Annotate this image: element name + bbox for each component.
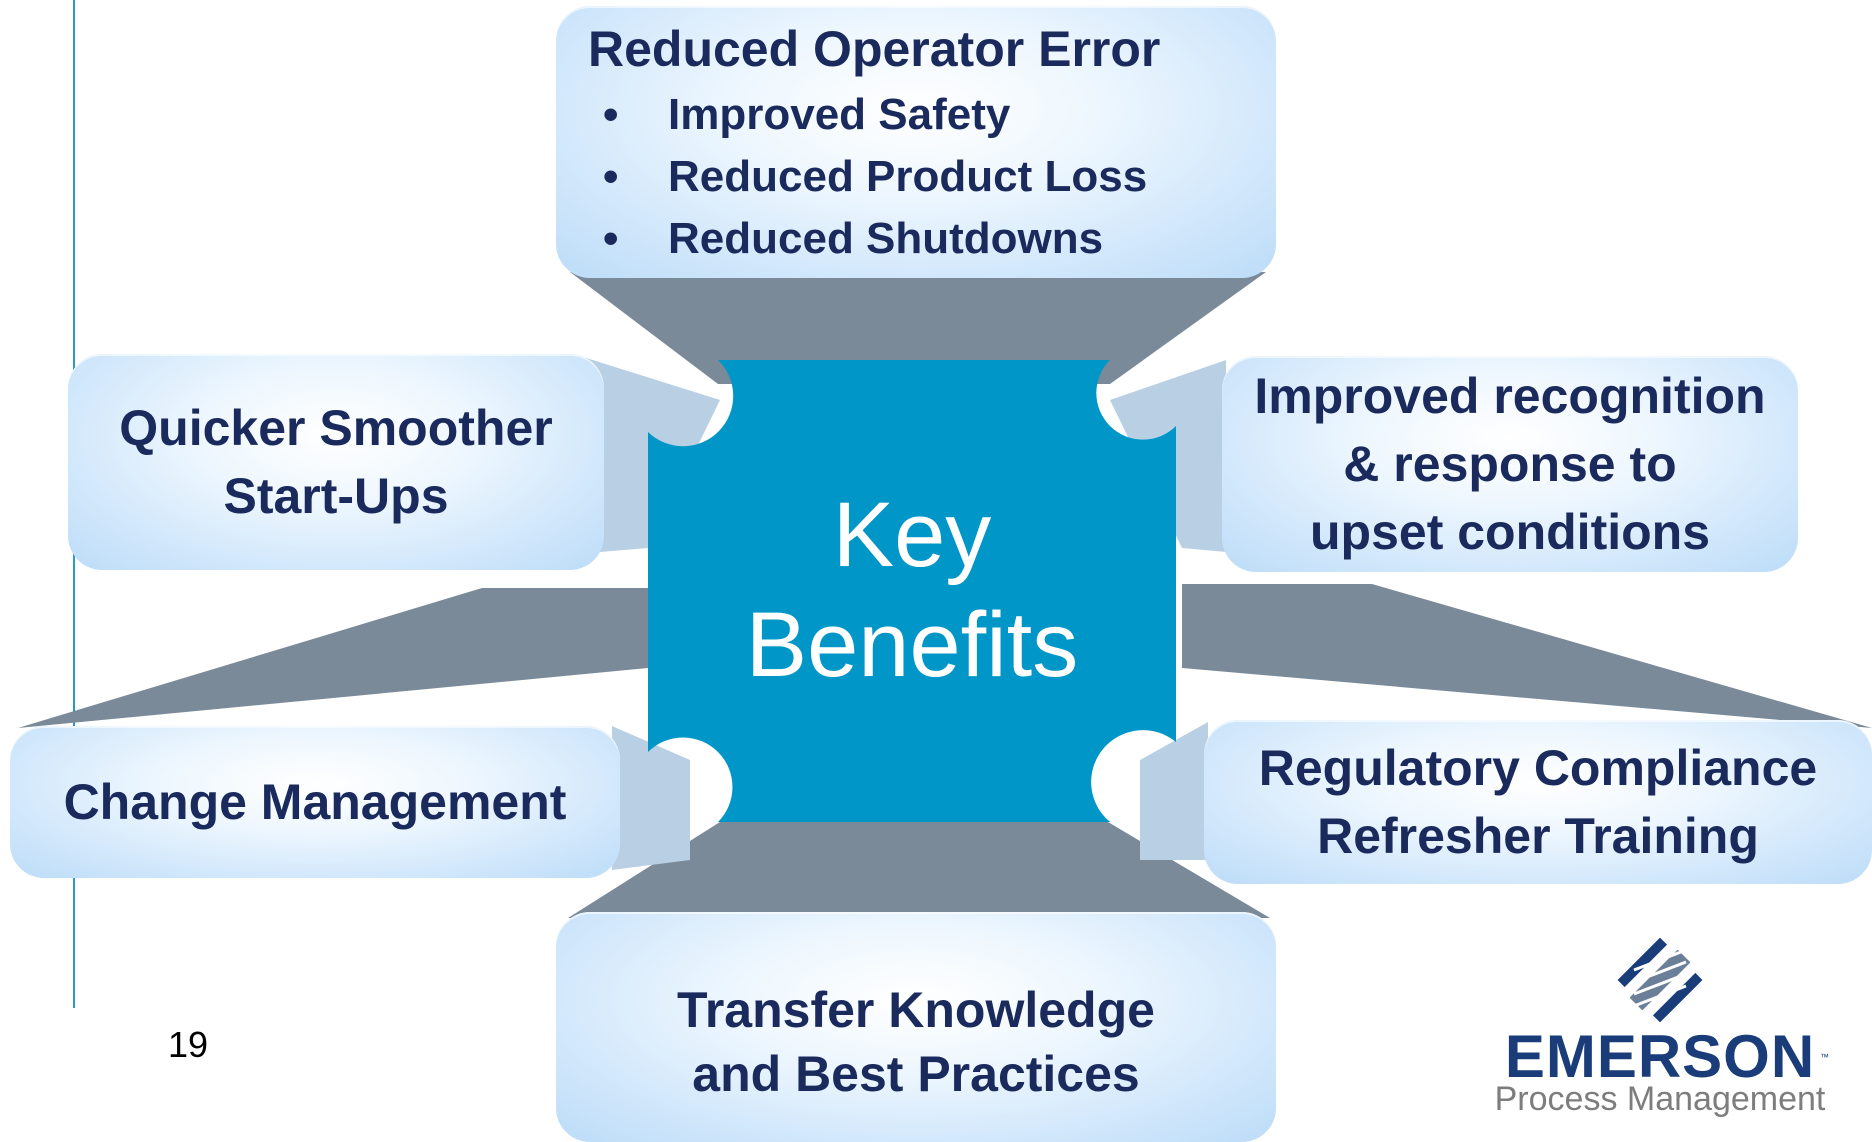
connector-bottom xyxy=(568,822,1270,918)
benefit-box-change-management: Change Management xyxy=(10,726,620,878)
benefit-bullet-list: • Improved Safety • Reduced Product Loss •… xyxy=(588,84,1147,270)
benefit-text-line: & response to xyxy=(1343,436,1677,492)
benefit-text-line: and Best Practices xyxy=(692,1046,1140,1102)
benefit-bullet-text: Reduced Product Loss xyxy=(668,152,1148,201)
center-title: Key Benefits xyxy=(648,360,1176,820)
page-number: 19 xyxy=(168,1024,209,1065)
bullet-icon: • xyxy=(603,152,619,201)
benefit-box-regulatory-compliance: Regulatory Compliance Refresher Training xyxy=(1204,720,1872,884)
emerson-logo: EMERSON ™ Process Management xyxy=(1490,934,1830,1118)
benefit-bullet-item: • Reduced Product Loss xyxy=(588,146,1147,208)
bullet-icon: • xyxy=(603,214,619,263)
benefit-box-upset-conditions: Improved recognition & response to upset… xyxy=(1222,356,1798,572)
benefit-text-line: Improved recognition xyxy=(1254,368,1766,424)
benefit-text-line: Refresher Training xyxy=(1317,808,1759,864)
benefit-bullet-text: Reduced Shutdowns xyxy=(668,214,1104,263)
connector-top xyxy=(570,272,1266,384)
benefit-text-line: Start-Ups xyxy=(223,468,449,524)
benefit-text-line: upset conditions xyxy=(1310,504,1710,560)
center-title-line2: Benefits xyxy=(745,594,1079,696)
benefit-text-line: Regulatory Compliance xyxy=(1258,740,1818,796)
logo-wordmark: EMERSON xyxy=(1504,1023,1816,1090)
benefit-text-line: Change Management xyxy=(63,774,567,830)
benefit-bullet-text: Improved Safety xyxy=(668,90,1011,139)
center-title-line1: Key xyxy=(832,484,992,586)
benefit-bullet-item: • Improved Safety xyxy=(588,84,1147,146)
benefit-title: Reduced Operator Error xyxy=(588,21,1161,77)
connector-left-lower xyxy=(612,726,690,870)
benefit-bullet-item: • Reduced Shutdowns xyxy=(588,208,1147,270)
benefit-text-line: Transfer Knowledge xyxy=(677,982,1155,1038)
connector-middle-right xyxy=(1182,584,1872,728)
benefit-box-quicker-start-ups: Quicker Smoother Start-Ups xyxy=(68,354,604,570)
center-box xyxy=(648,360,1176,822)
emerson-diamond-icon xyxy=(1617,937,1703,1023)
benefit-box-reduced-operator-error: Reduced Operator Error • Improved Safety … xyxy=(556,6,1276,278)
benefit-box-transfer-knowledge: Transfer Knowledge and Best Practices xyxy=(556,912,1276,1142)
benefit-text-line: Quicker Smoother xyxy=(119,400,553,456)
connector-right-lower xyxy=(1140,722,1208,860)
logo-subtitle: Process Management xyxy=(1494,1080,1826,1118)
logo-trademark: ™ xyxy=(1820,1052,1829,1062)
bullet-icon: • xyxy=(603,90,619,139)
connector-middle-left xyxy=(18,588,648,728)
